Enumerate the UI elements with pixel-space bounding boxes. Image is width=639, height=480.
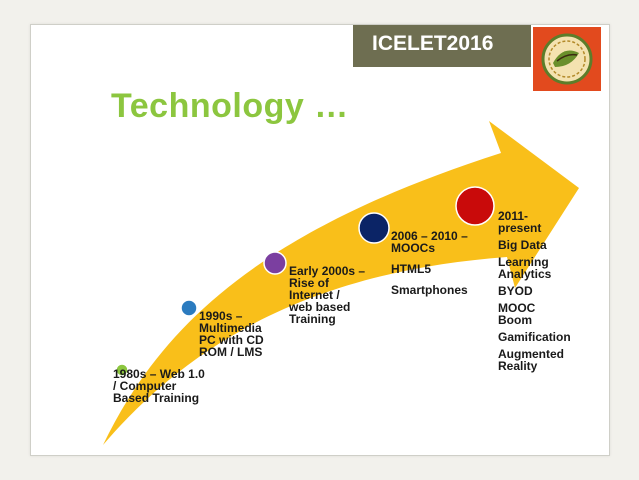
stage-2006-2010-item: HTML5 bbox=[391, 262, 431, 276]
stage-2011-present-item: MOOC Boom bbox=[498, 301, 536, 327]
marker-2006-2010 bbox=[358, 212, 390, 244]
marker-1990s bbox=[180, 299, 198, 317]
stage-1990s-period: 1990s – Multimedia PC with CD ROM / LMS bbox=[199, 309, 264, 359]
conference-seal-icon bbox=[541, 33, 593, 85]
stage-2011-present-item: BYOD bbox=[498, 284, 533, 298]
marker-1980s bbox=[115, 363, 129, 377]
stage-early-2000s-period: Early 2000s – Rise of Internet / web bas… bbox=[289, 264, 366, 326]
stage-2011-present-item: Augmented Reality bbox=[498, 347, 564, 373]
timeline-arrow bbox=[103, 121, 579, 445]
stage-1980s-period: 1980s – Web 1.0 / Computer Based Trainin… bbox=[113, 367, 205, 405]
stage-2011-present-item: Learning Analytics bbox=[498, 255, 552, 281]
stage-2011-present-period: 2011- present bbox=[498, 209, 542, 235]
conference-tab: ICELET2016 bbox=[353, 25, 531, 67]
stage-2006-2010: 2006 – 2010 – MOOCs HTML5 Smartphones bbox=[391, 230, 468, 296]
marker-early-2000s bbox=[263, 251, 287, 275]
conference-logo bbox=[531, 25, 603, 93]
stage-2006-2010-item: Smartphones bbox=[391, 283, 468, 297]
page-title: Technology … bbox=[111, 87, 349, 125]
stage-1990s: 1990s – Multimedia PC with CD ROM / LMS bbox=[199, 310, 264, 358]
stage-early-2000s: Early 2000s – Rise of Internet / web bas… bbox=[289, 265, 365, 325]
slide: ICELET2016 Technology … 1980s – Web 1.0 … bbox=[30, 24, 610, 456]
stage-2011-present-item: Gamification bbox=[498, 330, 571, 344]
marker-2011-present bbox=[455, 186, 495, 226]
stage-2006-2010-period: 2006 – 2010 – MOOCs bbox=[391, 229, 468, 255]
stage-2011-present-item: Big Data bbox=[498, 238, 547, 252]
stage-1980s: 1980s – Web 1.0 / Computer Based Trainin… bbox=[113, 368, 205, 404]
stage-2011-present: 2011- present Big Data Learning Analytic… bbox=[498, 210, 571, 372]
